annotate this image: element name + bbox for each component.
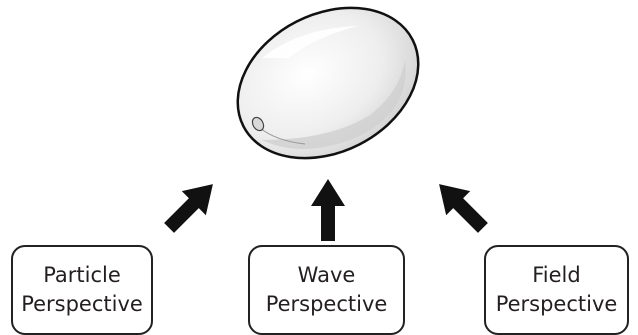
particle-perspective-label: Particle Perspective [21,263,143,316]
particle-perspective-box: Particle Perspective [11,245,153,335]
egg-icon [236,6,420,160]
arrow-up-left-icon [439,184,488,233]
field-perspective-box: Field Perspective [484,245,629,335]
wave-perspective-label: Wave Perspective [265,263,388,316]
arrow-up-icon [311,179,345,241]
arrow-up-right-icon [164,184,213,233]
field-perspective-label: Field Perspective [495,263,618,316]
wave-perspective-box: Wave Perspective [248,245,405,335]
